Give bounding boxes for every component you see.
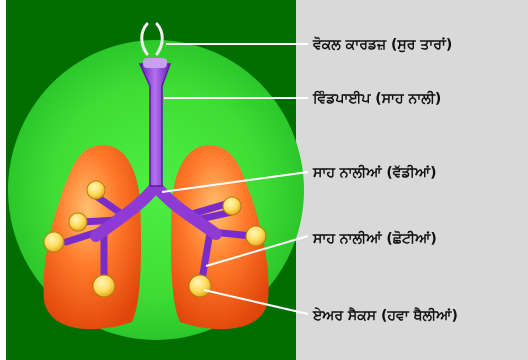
label-bronchi-large: ਸਾਹ ਨਾਲੀਆਂ (ਵੱਡੀਆਂ) — [313, 164, 437, 182]
label-bronchi-small: ਸਾਹ ਨਾਲੀਆਂ (ਛੋਟੀਆਂ) — [313, 230, 437, 248]
label-vocal-cords: ਵੋਕਲ ਕਾਰਡਜ਼ (ਸੁਰ ਤਾਰਾਂ) — [313, 36, 452, 54]
label-windpipe: ਵਿੰਡਪਾਈਪ (ਸਾਹ ਨਾਲੀ) — [313, 90, 441, 108]
larynx — [143, 58, 167, 68]
label-air-sacs: ਏਅਰ ਸੈਕਸ (ਹਵਾ ਥੈਲੀਆਂ) — [313, 307, 458, 325]
